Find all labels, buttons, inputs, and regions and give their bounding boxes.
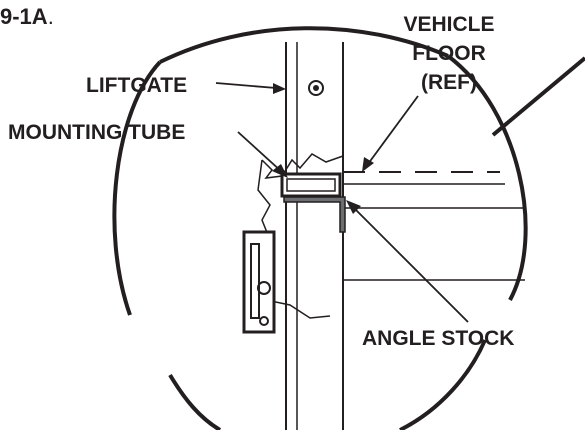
mounting-tube-inner	[286, 178, 336, 192]
mounting-tube-label: MOUNTING TUBE	[8, 121, 186, 144]
figure-reference: 9-1A.	[0, 6, 54, 28]
vehicle-floor-arrowhead	[362, 157, 374, 172]
vehicle-floor-label-line-2: FLOOR	[412, 42, 486, 65]
detail-circle-left-arc	[112, 60, 162, 316]
mounting-tube-leader-line	[237, 131, 283, 173]
vehicle-floor-label: VEHICLE FLOOR (REF)	[394, 10, 504, 97]
figure-reference-id: 9-1A	[0, 4, 48, 29]
detail-circle-top-arc	[159, 26, 449, 64]
liftgate-bolt-center	[313, 85, 319, 91]
side-bracket-lower-hole	[259, 316, 269, 326]
figure-reference-period: .	[47, 4, 54, 29]
liftgate-bolt	[308, 80, 324, 96]
vehicle-floor-leader-line	[367, 95, 419, 165]
detail-leader-line	[491, 56, 585, 137]
side-bracket-slot	[250, 243, 260, 319]
vehicle-floor-label-line-1: VEHICLE	[403, 13, 495, 36]
liftgate-arrowhead	[273, 83, 286, 94]
break-line-upper	[261, 153, 344, 179]
liftgate-label: LIFTGATE	[86, 74, 188, 97]
liftgate-leader-line	[215, 82, 277, 89]
detail-circle-bottom-left-arc	[168, 373, 222, 430]
side-bracket-bolt	[257, 281, 271, 295]
detail-circle-right-arc	[446, 54, 528, 301]
angle-stock-label: ANGLE STOCK	[362, 327, 515, 350]
angle-stock-arrowhead	[346, 200, 361, 214]
mounting-tube	[280, 172, 342, 198]
angle-stock-leader-line	[355, 209, 469, 323]
detail-circle-bottom-right-arc	[399, 339, 487, 430]
vehicle-floor-label-line-3: (REF)	[421, 71, 477, 94]
mounting-tube-arrowhead	[272, 164, 288, 178]
angle-stock	[283, 196, 346, 233]
